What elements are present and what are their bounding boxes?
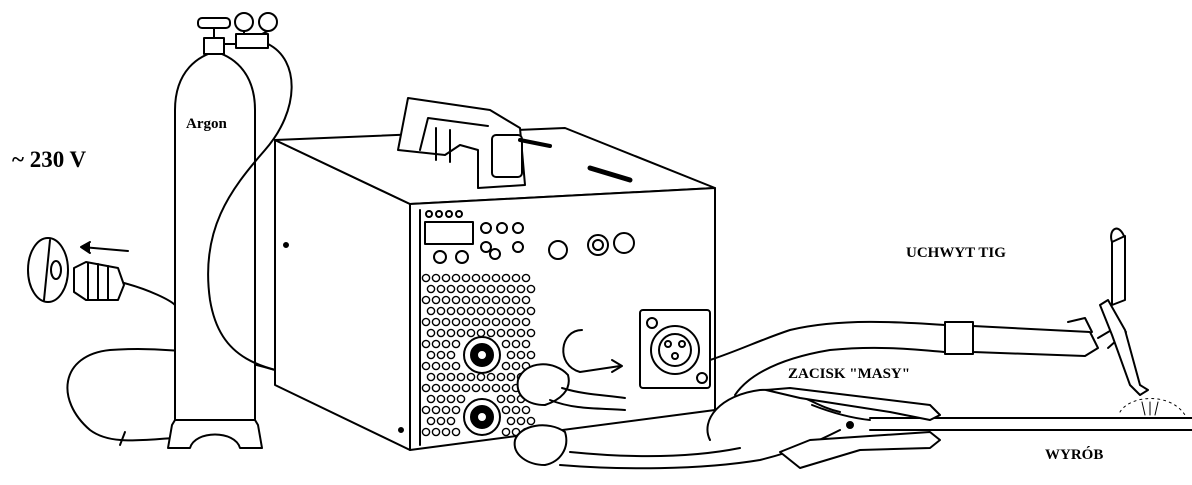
torch-connector-panel — [640, 310, 710, 388]
output-plug-lower — [515, 425, 567, 465]
argon-cylinder — [168, 18, 262, 448]
output-socket-lower — [464, 399, 500, 435]
argon-label: Argon — [186, 116, 227, 133]
wall-socket — [28, 238, 68, 302]
mains-cable — [124, 283, 175, 305]
mains-voltage-label: ~ 230 V — [12, 147, 86, 173]
ground-clamp-label: ZACISK "MASY" — [788, 366, 910, 383]
output-socket-upper — [464, 337, 500, 373]
tig-torch-label: UCHWYT TIG — [906, 245, 1006, 262]
ground-clamp — [766, 388, 940, 468]
workpiece-label: WYRÓB — [1045, 447, 1103, 464]
mains-plug — [74, 262, 124, 300]
display-screen — [425, 222, 473, 244]
torch-cable — [710, 322, 945, 360]
regulator-gauges — [235, 13, 277, 48]
arc-sparks — [1120, 399, 1185, 416]
workpiece — [870, 418, 1192, 430]
unplug-arrow — [81, 242, 128, 253]
